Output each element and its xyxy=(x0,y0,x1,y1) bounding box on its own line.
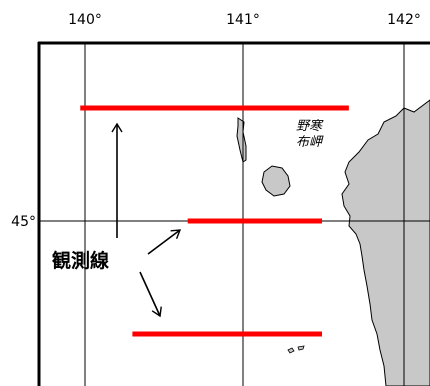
place-name-noshappu-line2: 布岬 xyxy=(296,135,324,150)
small-islet-1 xyxy=(287,347,295,354)
map-content: 野寒 布岬 観測線 xyxy=(38,42,430,386)
legend-arrow-lower-right xyxy=(139,271,162,318)
legend-arrow-upper-right xyxy=(147,229,182,255)
latitude-label-45: 45° xyxy=(11,214,36,230)
longitude-label-140: 140° xyxy=(68,12,102,28)
sakhalin-coast xyxy=(341,99,430,386)
rishiri-island xyxy=(261,165,291,197)
place-name-noshappu-line1: 野寒 xyxy=(296,118,324,134)
legend-label: 観測線 xyxy=(52,249,109,272)
longitude-label-142: 142° xyxy=(387,12,421,28)
observation-lines xyxy=(80,105,349,337)
small-islet-2 xyxy=(297,345,305,351)
longitude-label-141: 141° xyxy=(226,12,260,28)
rebun-island xyxy=(236,117,247,163)
